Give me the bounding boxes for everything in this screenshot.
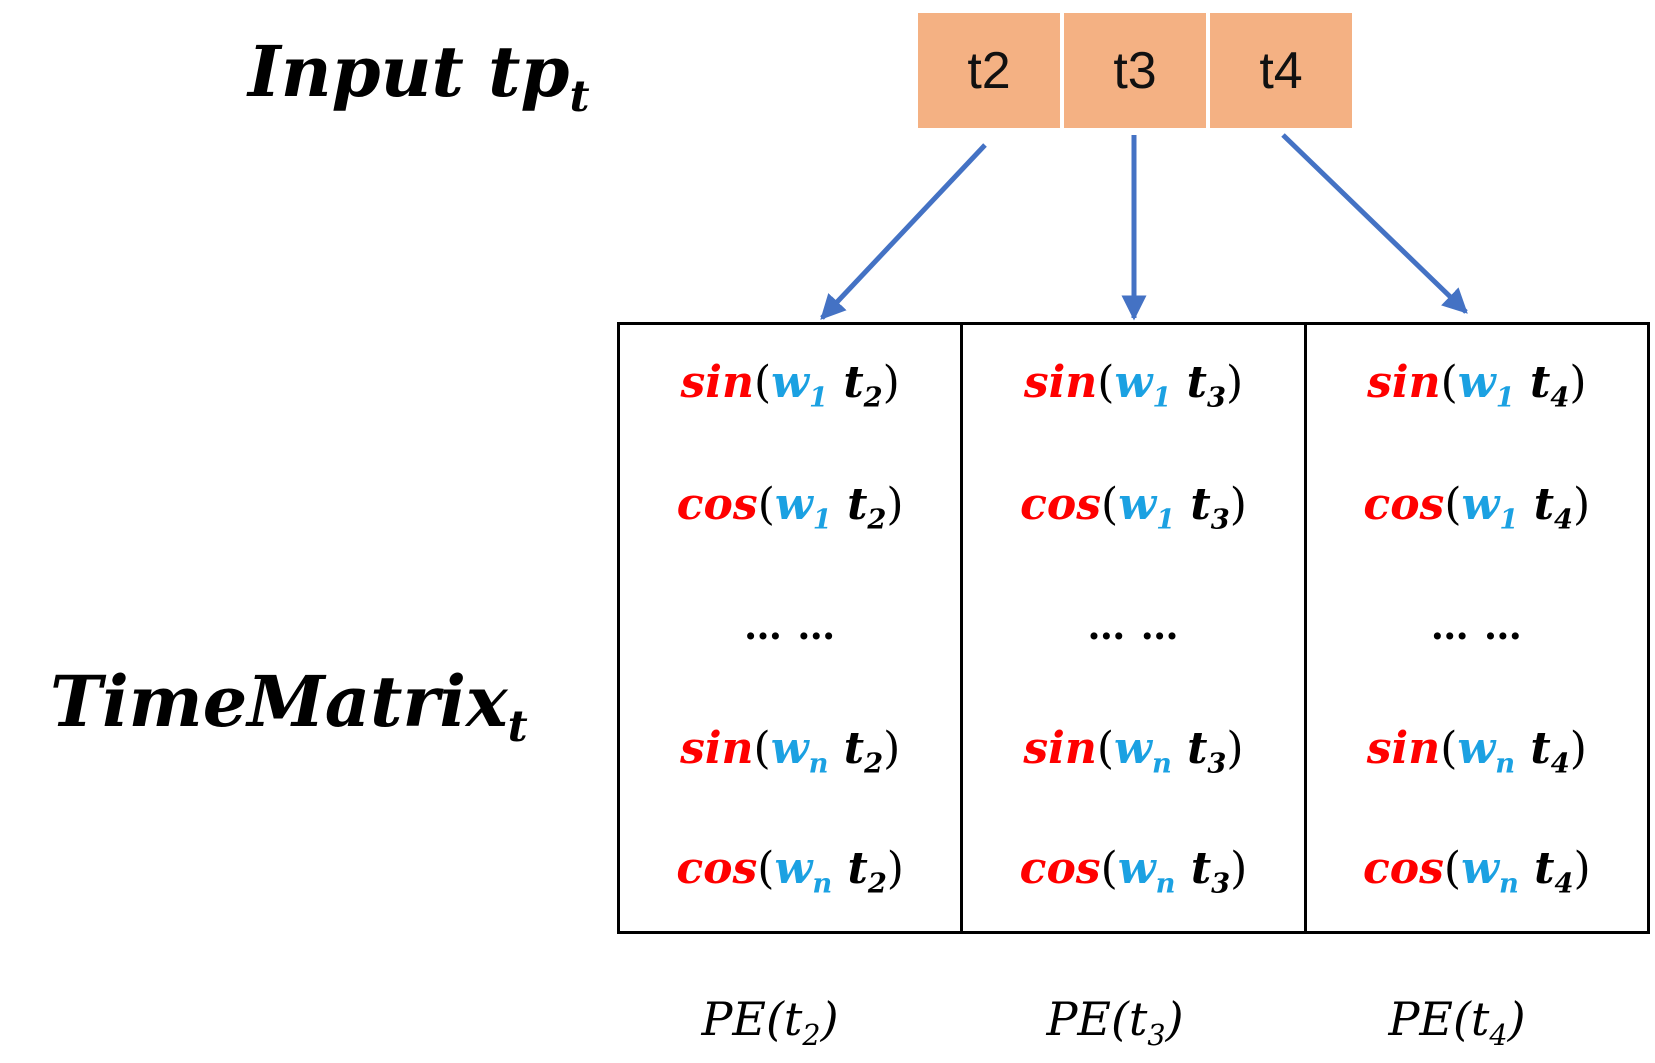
ellipsis: … … [1430, 603, 1523, 648]
matrix-entry: sin(w1 t2) [680, 357, 900, 414]
time-matrix-label: TimeMatrixt [50, 660, 528, 753]
matrix-column-t4: sin(w1 t4) cos(w1 t4) … … sin(wn t4) cos… [1307, 325, 1647, 931]
matrix-entry: sin(wn t4) [1366, 723, 1587, 780]
matrix-entry: cos(wn t3) [1019, 843, 1248, 900]
matrix-column-t2: sin(w1 t2) cos(w1 t2) … … sin(wn t2) cos… [620, 325, 964, 931]
matrix-entry: cos(w1 t2) [676, 479, 904, 536]
matrix-entry: sin(wn t3) [1023, 723, 1244, 780]
matrix-entry: cos(wn t4) [1363, 843, 1591, 900]
input-cell-t2: t2 [918, 13, 1060, 128]
arrow-t2 [820, 143, 987, 320]
pe-label-t4: PE(t4) [1388, 992, 1526, 1052]
pe-label-t2: PE(t2) [701, 992, 839, 1052]
time-matrix: sin(w1 t2) cos(w1 t2) … … sin(wn t2) cos… [617, 322, 1650, 934]
matrix-entry: cos(wn t2) [676, 843, 904, 900]
matrix-entry: sin(w1 t4) [1367, 357, 1587, 414]
input-cell-t3: t3 [1064, 13, 1206, 128]
matrix-entry: sin(wn t2) [680, 723, 901, 780]
matrix-entry: cos(w1 t4) [1363, 479, 1591, 536]
matrix-entry: sin(w1 t3) [1023, 357, 1244, 414]
ellipsis: … … [744, 603, 837, 648]
input-cell-t4: t4 [1210, 13, 1352, 128]
matrix-column-t3: sin(w1 t3) cos(w1 t3) … … sin(wn t3) cos… [963, 325, 1307, 931]
arrow-t4 [1281, 133, 1468, 314]
pe-label-t3: PE(t3) [1046, 992, 1184, 1052]
ellipsis: … … [1087, 603, 1180, 648]
matrix-entry: cos(w1 t3) [1020, 479, 1247, 536]
input-label: Input tpt [248, 30, 590, 123]
